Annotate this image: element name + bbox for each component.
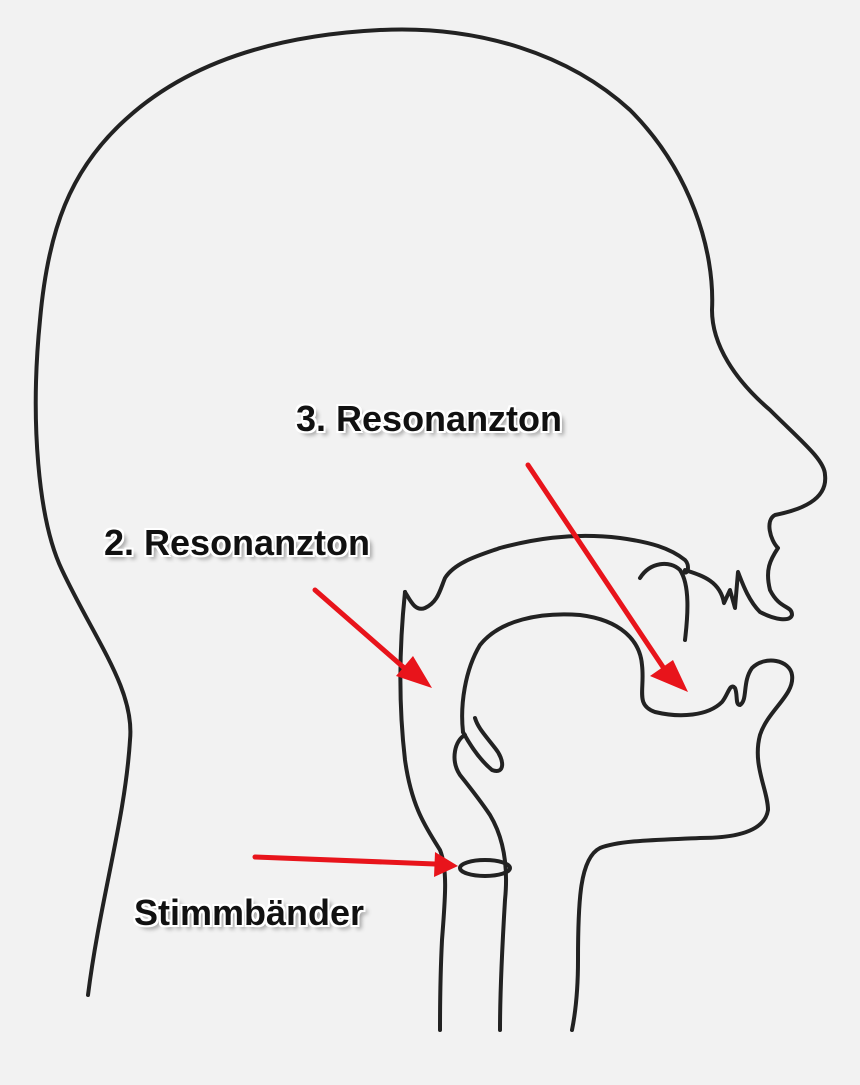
larynx-front-wall [452,733,509,1032]
arrow-resonance-2 [312,587,432,688]
palate-outline [403,533,690,611]
vocal-cords-ellipse [458,858,512,878]
epiglottis-outline [461,716,505,773]
head-outline [33,27,828,997]
label-resonance-3: 3. Resonanzton [296,398,563,439]
label-vocal-cords: Stimmbänder [134,892,365,933]
tongue-outline [460,612,795,1032]
label-resonance-2: 2. Resonanzton [104,522,371,563]
pharynx-back-wall [398,590,448,1032]
arrow-resonance-3 [525,462,688,692]
upper-lip-outline [638,561,690,642]
arrow-vocal-cords [252,852,458,877]
